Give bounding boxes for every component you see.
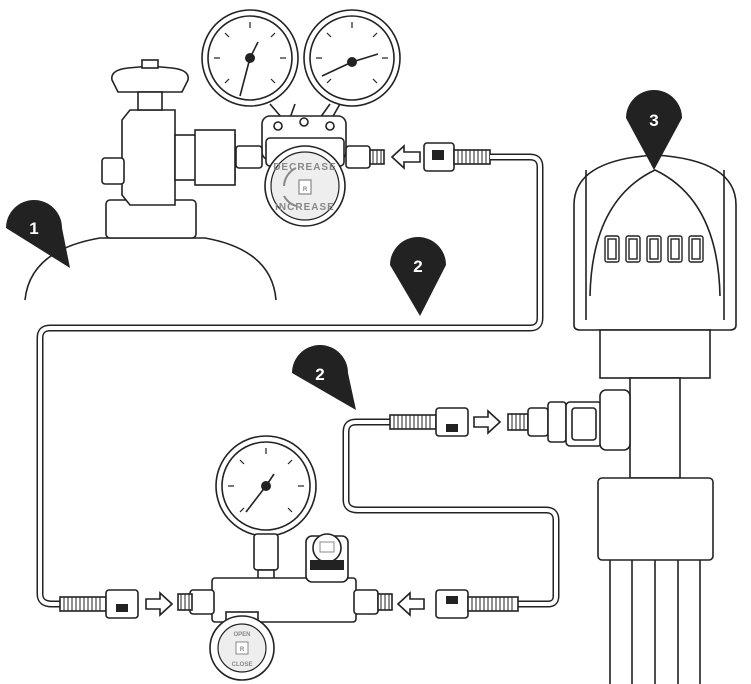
marker-1: 1: [6, 200, 70, 268]
outlet-gauge: [303, 9, 401, 107]
gas-cylinder: [24, 59, 277, 301]
connect-arrow-icon: [473, 409, 502, 435]
hose-meter: [342, 418, 560, 608]
close-label: CLOSE: [232, 662, 253, 668]
meter-inlet-fitting: [507, 401, 603, 447]
connect-arrow-icon: [396, 591, 425, 617]
marker-3: 3: [626, 90, 682, 170]
open-label: OPEN: [233, 632, 250, 638]
hose-connector-meter: [389, 407, 469, 437]
svg-text:2: 2: [315, 365, 324, 384]
marker-2-top: 2: [390, 237, 446, 316]
hose-connector-left: [59, 589, 139, 619]
increase-label: INCREASE: [275, 202, 335, 213]
connect-arrow-icon: [145, 591, 174, 617]
regulator-logo: R: [303, 187, 308, 193]
manifold-block: OPEN CLOSE R: [177, 435, 393, 681]
inlet-gauge: [201, 9, 299, 107]
pressure-regulator: DECREASE INCREASE R: [201, 9, 401, 227]
connect-arrow-icon: [390, 144, 421, 170]
meter-display: [604, 235, 704, 263]
marker-2-side: 2: [292, 345, 356, 410]
valve-logo: R: [240, 647, 245, 653]
svg-text:3: 3: [649, 111, 658, 130]
hose-connector-right: [435, 589, 519, 619]
gas-detector: [573, 154, 737, 684]
svg-text:2: 2: [413, 257, 422, 276]
decrease-label: DECREASE: [273, 162, 337, 173]
hose-connector-top: [423, 142, 491, 172]
svg-text:1: 1: [29, 219, 38, 238]
